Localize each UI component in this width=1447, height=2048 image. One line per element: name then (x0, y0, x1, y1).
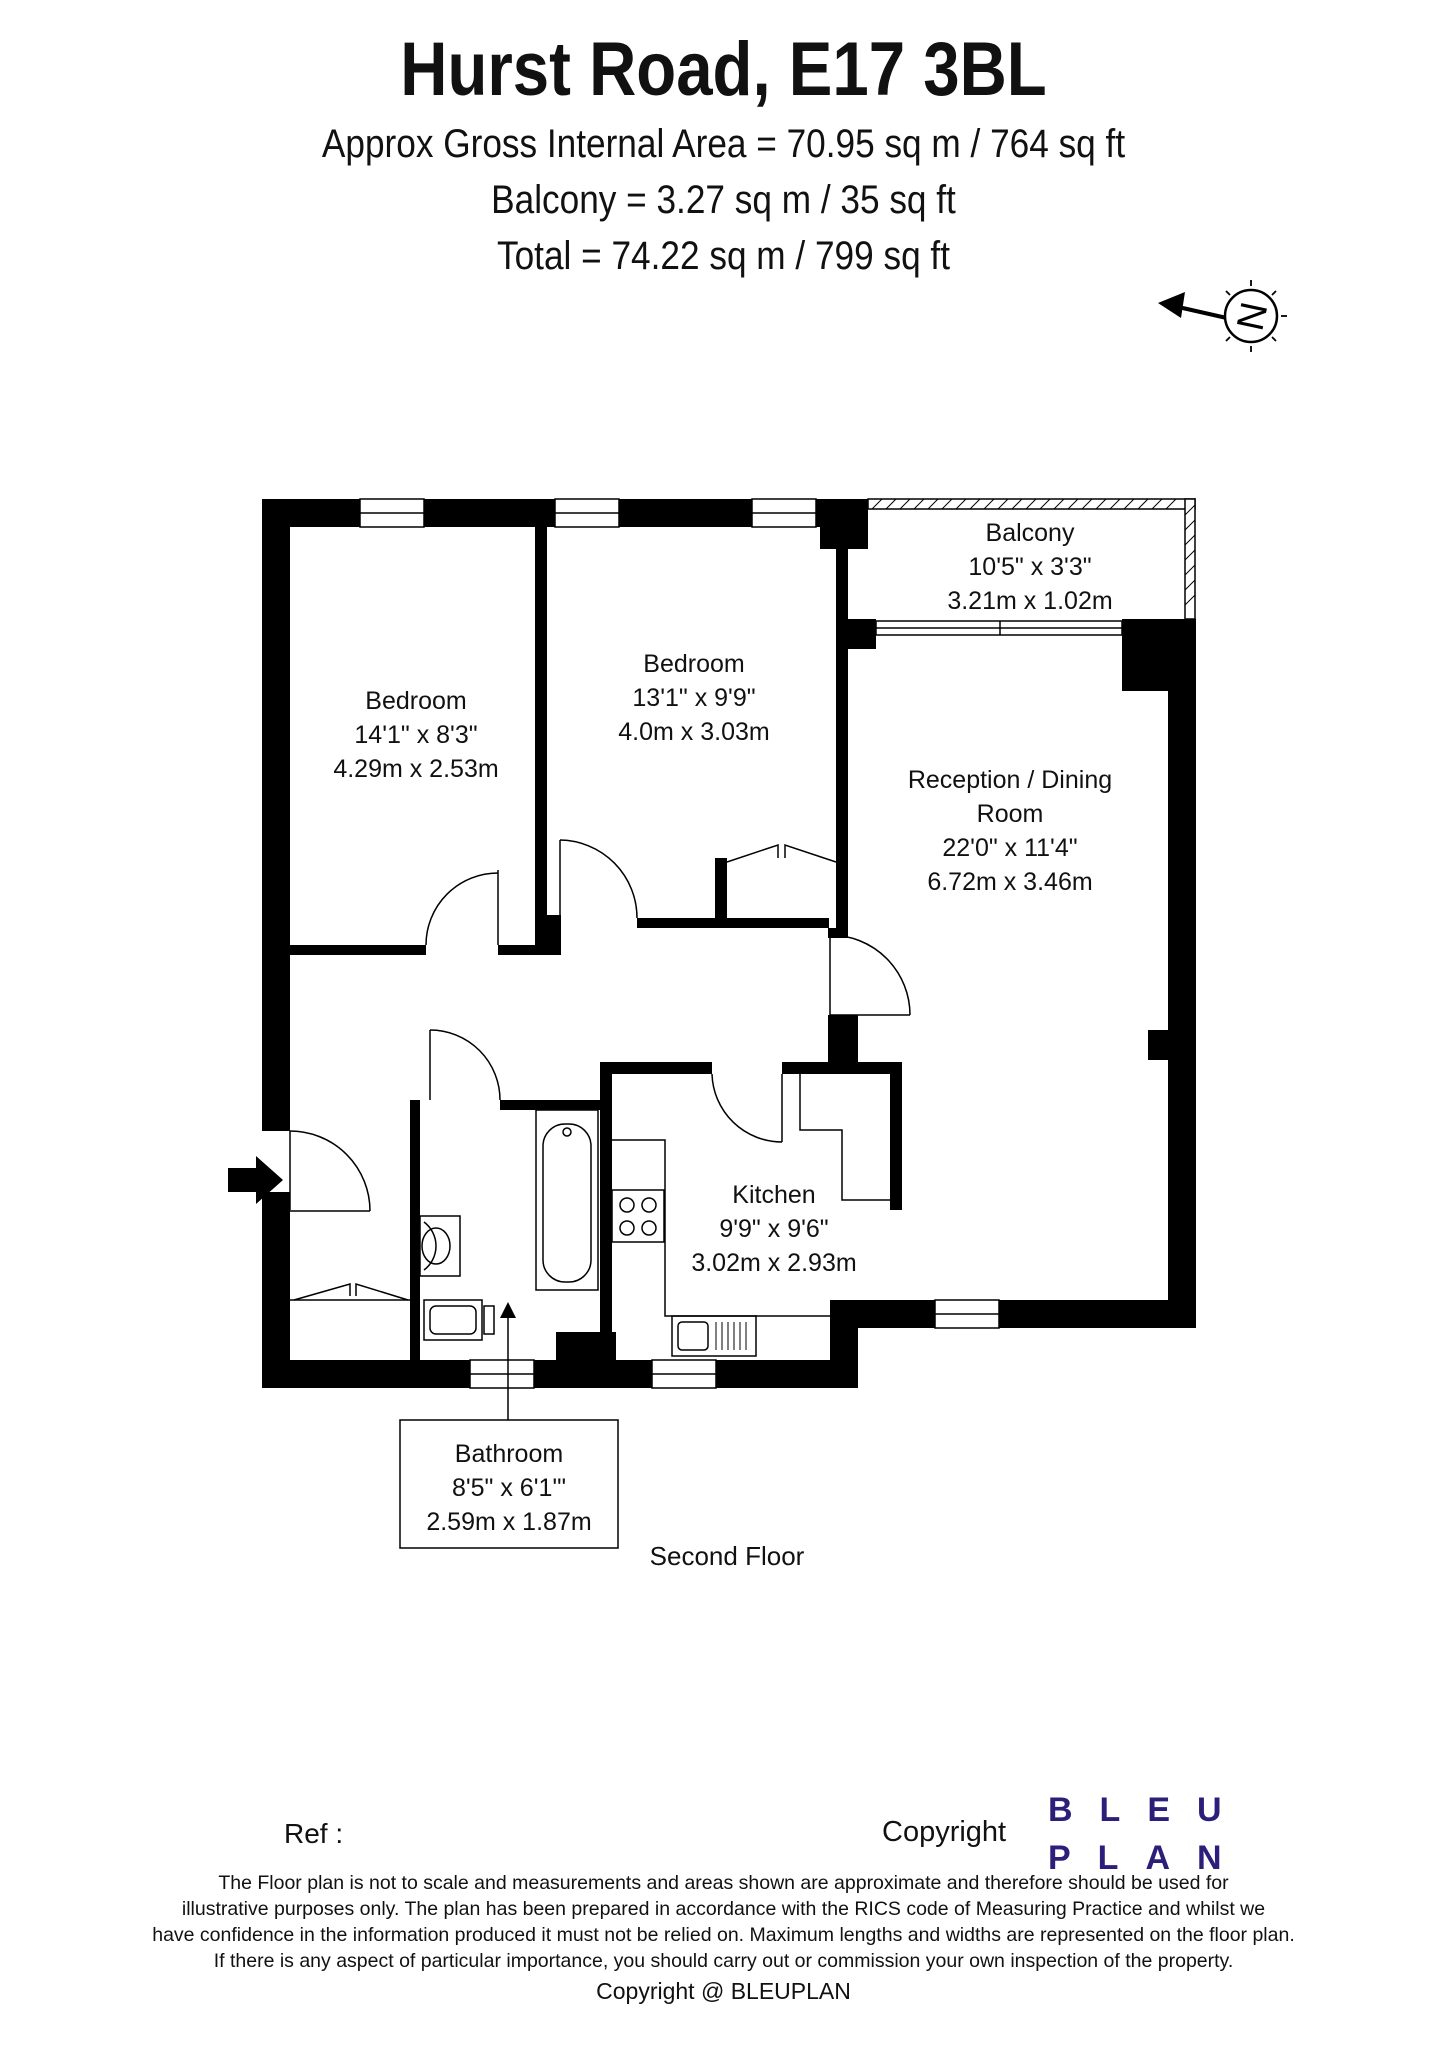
total-area-line: Total = 74.22 sq m / 799 sq ft (497, 234, 950, 278)
room-imperial: 9'9" x 9'6" (719, 1215, 828, 1243)
room-name: Reception / Dining (908, 766, 1112, 794)
disclaimer: The Floor plan is not to scale and measu… (100, 1870, 1347, 1974)
gross-area-line: Approx Gross Internal Area = 70.95 sq m … (321, 122, 1126, 166)
bleuplan-logo: BLEU PLAN (1048, 1786, 1249, 1882)
floor-label: Second Floor (650, 1541, 805, 1571)
room-name: Balcony (986, 519, 1075, 547)
room-balcony: Balcony 10'5" x 3'3" 3.21m x 1.02m (947, 519, 1112, 615)
logo-line-1: BLEU (1048, 1791, 1249, 1829)
room-name: Kitchen (732, 1181, 815, 1209)
room-kitchen: Kitchen 9'9" x 9'6" 3.02m x 2.93m (691, 1181, 856, 1277)
balcony-area-line: Balcony = 3.27 sq m / 35 sq ft (491, 178, 956, 222)
room-name: Bedroom (643, 650, 744, 678)
sink-icon (671, 1315, 757, 1357)
room-metric: 3.21m x 1.02m (947, 587, 1112, 615)
ref-label: Ref : (284, 1818, 344, 1849)
room-metric: 4.29m x 2.53m (333, 755, 498, 783)
plan-title: Hurst Road, E17 3BL (400, 27, 1047, 112)
room-reception: Reception / Dining Room 22'0" x 11'4" 6.… (908, 766, 1112, 896)
windows (359, 498, 1123, 1389)
disclaimer-line: The Floor plan is not to scale and measu… (218, 1872, 1229, 1894)
disclaimer-line: illustrative purposes only. The plan has… (181, 1898, 1266, 1920)
room-metric: 6.72m x 3.46m (927, 868, 1092, 896)
room-bedroom-1: Bedroom 14'1" x 8'3" 4.29m x 2.53m (333, 687, 498, 783)
disclaimer-line: have confidence in the information produ… (152, 1924, 1295, 1946)
toilet (423, 1299, 495, 1341)
room-imperial: 13'1" x 9'9" (632, 684, 755, 712)
room-imperial: 22'0" x 11'4" (942, 834, 1077, 862)
room-name-line-2: Room (977, 800, 1044, 828)
bathroom-arrow (500, 1302, 516, 1420)
room-bathroom: Bathroom 8'5" x 6'1'" 2.59m x 1.87m (426, 1440, 591, 1536)
room-imperial: 10'5" x 3'3" (968, 553, 1091, 581)
disclaimer-line: If there is any aspect of particular imp… (213, 1950, 1234, 1972)
bathtub (535, 1109, 599, 1291)
compass-north-icon: N (1158, 280, 1287, 352)
copyright-label: Copyright (882, 1816, 1007, 1848)
entrance-arrow-icon (228, 1156, 283, 1204)
room-bedroom-2: Bedroom 13'1" x 9'9" 4.0m x 3.03m (618, 650, 769, 746)
room-metric: 3.02m x 2.93m (691, 1249, 856, 1277)
hob-icon (611, 1189, 665, 1243)
footer-copyright: Copyright @ BLEUPLAN (596, 1978, 851, 2004)
room-name: Bedroom (365, 687, 466, 715)
bathroom-label-box (399, 1419, 619, 1549)
room-imperial: 8'5" x 6'1'" (452, 1474, 566, 1502)
room-metric: 2.59m x 1.87m (426, 1508, 591, 1536)
logo-line-2: PLAN (1048, 1839, 1249, 1877)
room-name: Bathroom (455, 1440, 563, 1468)
room-imperial: 14'1" x 8'3" (354, 721, 477, 749)
room-metric: 4.0m x 3.03m (618, 718, 769, 746)
doors (289, 839, 911, 1301)
washbasin (419, 1215, 461, 1277)
